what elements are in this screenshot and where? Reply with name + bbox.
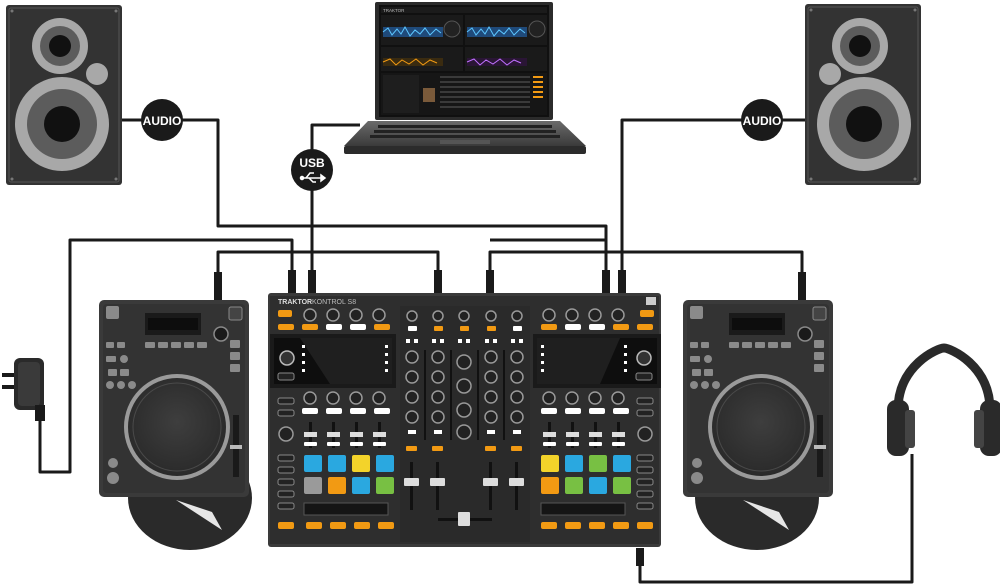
left-touch-strip (303, 502, 389, 516)
left-knobs (278, 308, 390, 330)
left-turntable-deck-icon (99, 300, 252, 550)
laptop-app-name: TRAKTOR (383, 8, 405, 13)
left-small-faders (304, 422, 386, 448)
mixer-section (400, 306, 530, 542)
usb-label: USB (299, 156, 325, 170)
power-adapter-icon (2, 358, 45, 421)
usb-symbol-icon (299, 172, 327, 183)
right-touch-strip (540, 502, 626, 516)
laptop-icon: TRAKTOR (344, 2, 586, 154)
right-small-faders (543, 422, 625, 448)
deck-cable-left (216, 250, 440, 272)
left-screen (270, 334, 396, 388)
deck-cable-right (488, 250, 804, 272)
traktor-kontrol-s8-controller: TRAKTOR KONTROL S8 (268, 293, 661, 547)
left-speaker-icon (6, 5, 122, 185)
left-pads (304, 455, 394, 494)
right-pads (541, 455, 631, 494)
audio-label-left: AUDIO (143, 114, 182, 128)
traktor-screen: TRAKTOR (381, 7, 547, 115)
audio-label-right: AUDIO (743, 114, 782, 128)
cable-plugs (214, 270, 806, 566)
audio-badge-left: AUDIO (141, 99, 183, 141)
controller-brand: TRAKTOR (278, 299, 312, 306)
power-cable (38, 238, 294, 474)
right-knobs (541, 308, 654, 330)
right-screen (533, 334, 661, 388)
usb-badge: USB (291, 149, 333, 191)
controller-model: KONTROL S8 (312, 299, 356, 306)
audio-badge-right: AUDIO (741, 99, 783, 141)
right-side-buttons (636, 397, 654, 510)
audio-cable-right (620, 118, 806, 272)
usb-cable (310, 123, 360, 272)
right-speaker-icon (805, 4, 921, 185)
headphone-cable (638, 454, 914, 584)
headphones-icon (887, 343, 1000, 456)
right-turntable-deck-icon (683, 300, 833, 550)
left-side-buttons (277, 397, 295, 510)
